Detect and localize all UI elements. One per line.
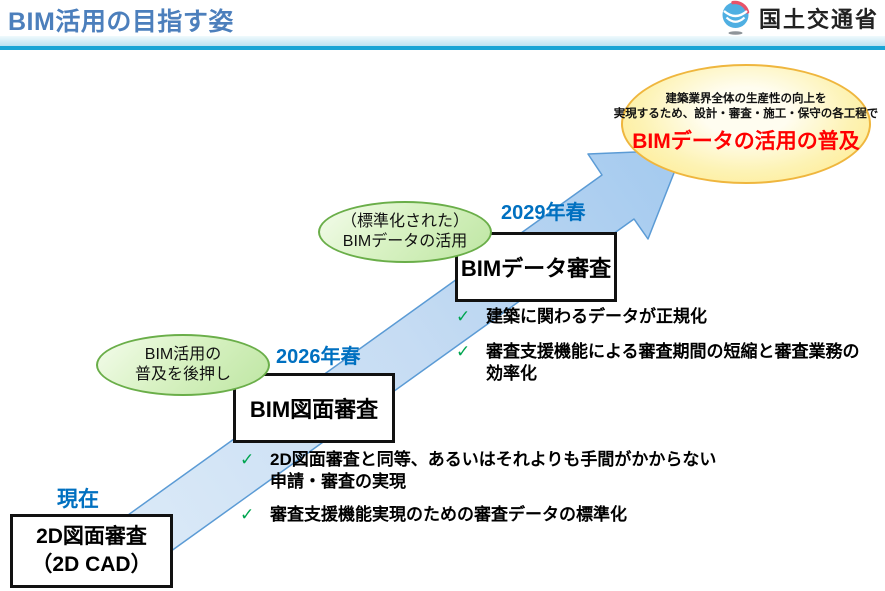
check-icon: ✓ — [240, 505, 255, 524]
stage-box-label: 2D図面審査 — [36, 525, 147, 548]
list-item: ✓ 審査支援機能実現のための審査データの標準化 — [240, 504, 716, 526]
page-title: BIM活用の目指す姿 — [8, 8, 234, 36]
bullet-line: 審査支援機能による審査期間の短縮と審査業務の — [486, 342, 860, 361]
callout-promote-bim-use: BIM活用の 普及を後押し — [96, 334, 270, 396]
bullet-text: 2D図面審査と同等、あるいはそれよりも手間がかからない 申請・審査の実現 — [270, 449, 716, 493]
bullet-list-2029: ✓ 建築に関わるデータが正規化 ✓ 審査支援機能による審査期間の短縮と審査業務の… — [456, 306, 860, 398]
bullet-text: 審査支援機能実現のための審査データの標準化 — [270, 504, 627, 526]
list-item: ✓ 建築に関わるデータが正規化 — [456, 306, 860, 328]
stage-box-sublabel: （2D CAD） — [31, 553, 152, 576]
list-item: ✓ 審査支援機能による審査期間の短縮と審査業務の 効率化 — [456, 341, 860, 385]
mlit-emblem-icon — [722, 0, 750, 35]
callout-line: （標準化された） — [340, 213, 469, 230]
goal-line3: BIMデータの活用の普及 — [632, 130, 860, 153]
stage-box-bim-drawing-review: BIM図面審査 — [233, 373, 395, 443]
year-label-2029: 2029年春 — [501, 202, 586, 224]
bullet-text: 建築に関わるデータが正規化 — [486, 306, 707, 328]
stage-box-2d-drawing-review: 2D図面審査 （2D CAD） — [10, 514, 173, 588]
stage-box-label: BIM図面審査 — [249, 397, 379, 422]
year-label-now: 現在 — [57, 488, 99, 511]
check-icon: ✓ — [240, 450, 255, 469]
bullet-line: 申請・審査の実現 — [270, 472, 406, 491]
agency-name: 国土交通省 — [758, 7, 879, 32]
list-item: ✓ 2D図面審査と同等、あるいはそれよりも手間がかからない 申請・審査の実現 — [240, 449, 716, 493]
callout-line: BIMデータの活用 — [342, 233, 468, 250]
callout-line: BIM活用の — [144, 346, 222, 363]
bullet-line: 効率化 — [486, 364, 537, 383]
goal-line1: 建築業界全体の生産性の向上を — [665, 93, 827, 105]
bullet-text: 審査支援機能による審査期間の短縮と審査業務の 効率化 — [486, 341, 860, 385]
header-band — [0, 36, 885, 46]
bullet-line: 2D図面審査と同等、あるいはそれよりも手間がかからない — [270, 450, 717, 469]
agency-logo: 国土交通省 — [720, 0, 879, 36]
bullet-list-2026: ✓ 2D図面審査と同等、あるいはそれよりも手間がかからない 申請・審査の実現 ✓… — [240, 449, 716, 539]
bullet-line: 審査支援機能実現のための審査データの標準化 — [270, 505, 627, 524]
bullet-line: 建築に関わるデータが正規化 — [486, 307, 707, 326]
check-icon: ✓ — [456, 307, 471, 326]
goal-ellipse — [621, 64, 871, 184]
callout-line: 普及を後押し — [134, 366, 231, 383]
stage-box-label: BIMデータ審査 — [460, 256, 612, 281]
header-rule — [0, 46, 885, 50]
check-icon: ✓ — [456, 342, 471, 361]
goal-line2: 実現するため、設計・審査・施工・保守の各工程で — [613, 108, 879, 120]
year-label-2026: 2026年春 — [276, 346, 361, 368]
goal-text: 建築業界全体の生産性の向上を 実現するため、設計・審査・施工・保守の各工程で B… — [602, 92, 885, 155]
callout-standardized-bim-data: （標準化された） BIMデータの活用 — [318, 201, 492, 263]
